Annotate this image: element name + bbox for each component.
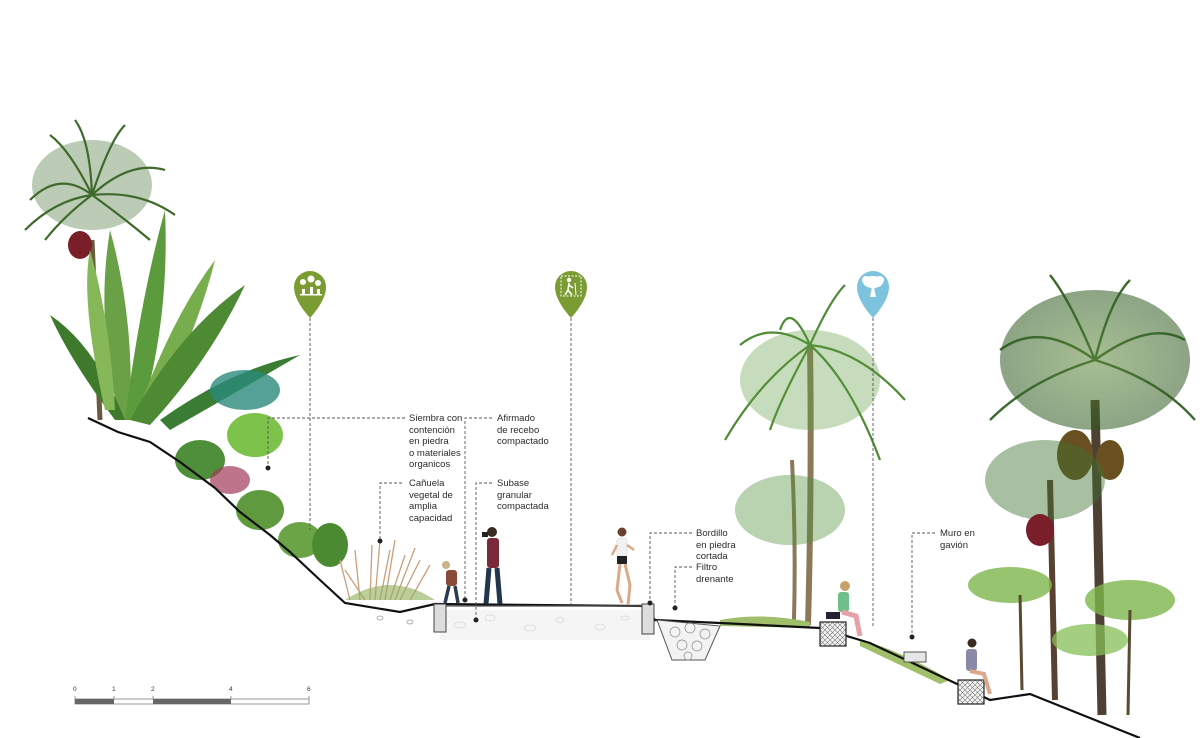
label-siembra: Siembra con contención en piedra o mater…	[409, 413, 463, 470]
leader-dots	[265, 465, 915, 640]
person-runner	[610, 527, 635, 606]
terrain-section	[87, 417, 1141, 738]
scale-tick-label: 0	[73, 686, 77, 693]
label-afirmado: Afirmado de recebo compactado	[497, 413, 549, 447]
hiker-icon	[560, 275, 582, 297]
scale-tick-label: 2	[151, 686, 155, 693]
marker-hiker	[555, 271, 587, 318]
right-vegetation	[720, 274, 1196, 716]
palm-crown-left	[24, 119, 176, 241]
tree-icon	[862, 276, 884, 297]
scale-tick-label: 6	[307, 686, 311, 693]
people	[442, 527, 992, 695]
left-vegetation	[24, 119, 435, 601]
marker-tree	[857, 271, 889, 318]
marker-plants	[294, 271, 326, 318]
label-bordillo: Bordillo en piedra cortada	[696, 528, 736, 562]
label-filtro: Filtro drenante	[696, 562, 734, 585]
person-seated-2	[966, 638, 992, 695]
label-muro: Muro en gavión	[940, 528, 975, 551]
scale-bar	[74, 696, 310, 705]
person-seated-1	[826, 581, 863, 637]
person-child	[442, 561, 460, 604]
label-canuela: Cañuela vegetal de amplia capacidad	[409, 478, 453, 524]
scale-tick-label: 1	[112, 686, 116, 693]
plants-icon	[300, 275, 322, 296]
banana-leaves	[50, 210, 300, 430]
person-photographer	[482, 527, 503, 605]
label-subase: Subase granular compactada	[497, 478, 549, 512]
leader-lines	[267, 318, 935, 635]
scale-tick-label: 4	[229, 686, 233, 693]
